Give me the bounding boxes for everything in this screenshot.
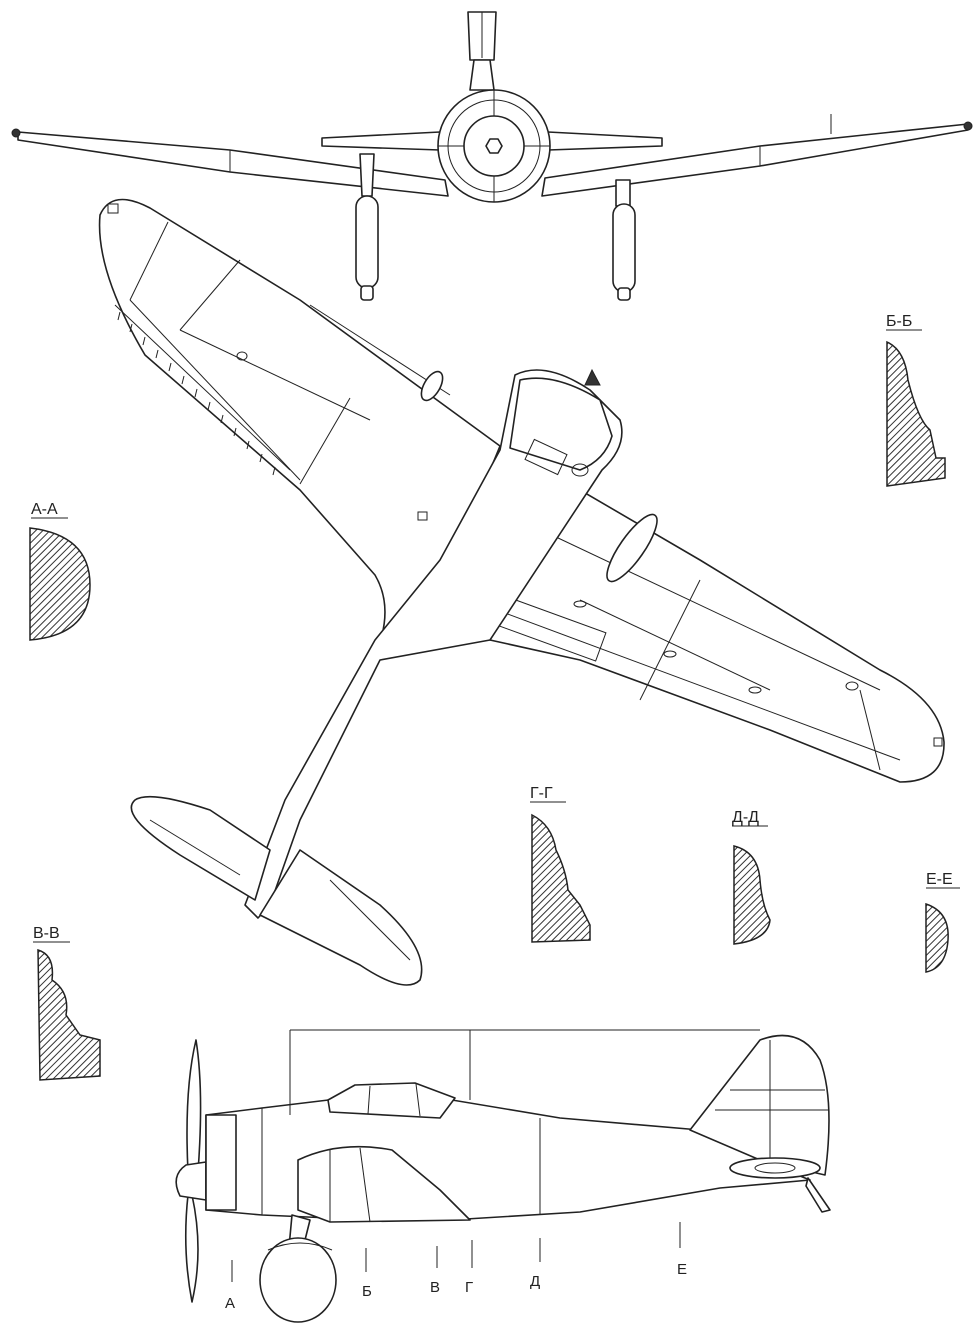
station-g: Г bbox=[465, 1279, 473, 1296]
section-e-label: Е-Е bbox=[926, 871, 953, 888]
station-d: Д bbox=[530, 1273, 540, 1290]
section-v: В-В bbox=[33, 925, 101, 1081]
section-a-label: А-А bbox=[31, 501, 58, 518]
station-e: Е bbox=[677, 1261, 687, 1278]
station-a: А bbox=[225, 1295, 235, 1312]
section-d: Д-Д bbox=[732, 809, 771, 945]
station-b: Б bbox=[362, 1283, 372, 1300]
side-view bbox=[175, 1029, 831, 1323]
section-g-label: Г-Г bbox=[530, 785, 553, 802]
section-v-label: В-В bbox=[33, 925, 60, 942]
section-a: А-А bbox=[29, 501, 91, 641]
section-b-label: Б-Б bbox=[886, 313, 912, 330]
section-b: Б-Б bbox=[886, 313, 946, 487]
front-view bbox=[11, 11, 973, 301]
station-v: В bbox=[430, 1279, 440, 1296]
station-labels: А Б В Г Д Е bbox=[225, 1261, 687, 1312]
plan-view bbox=[98, 198, 945, 986]
section-g: Г-Г bbox=[530, 785, 591, 943]
section-d-label: Д-Д bbox=[732, 809, 759, 826]
section-e: Е-Е bbox=[925, 871, 960, 973]
